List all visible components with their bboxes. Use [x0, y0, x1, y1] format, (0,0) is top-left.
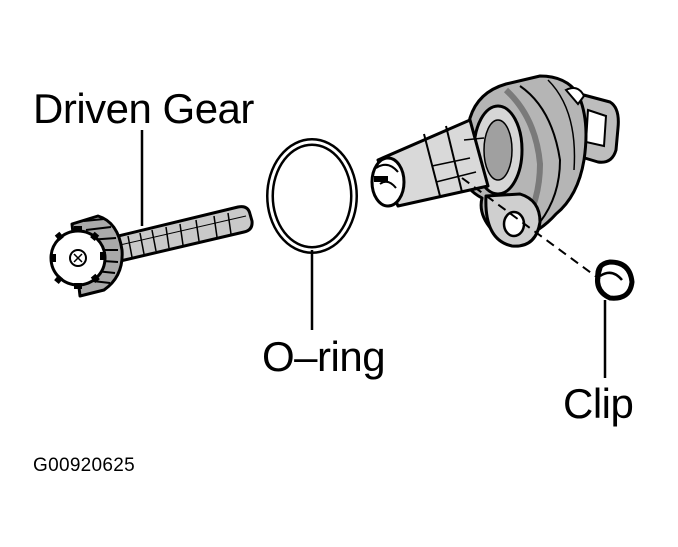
o-ring-label: O–ring	[262, 333, 386, 380]
sleeve-nozzle	[370, 118, 490, 208]
figure-code-label: G00920625	[33, 455, 136, 476]
o-ring	[266, 138, 358, 254]
clip-label: Clip	[563, 380, 634, 427]
clip-alignment-dash	[461, 177, 599, 279]
clip	[595, 259, 635, 301]
driven-gear-label: Driven Gear	[33, 85, 254, 132]
driven-gear	[49, 205, 254, 298]
gear-face-teeth	[50, 226, 106, 289]
shaft-texture	[119, 212, 247, 258]
